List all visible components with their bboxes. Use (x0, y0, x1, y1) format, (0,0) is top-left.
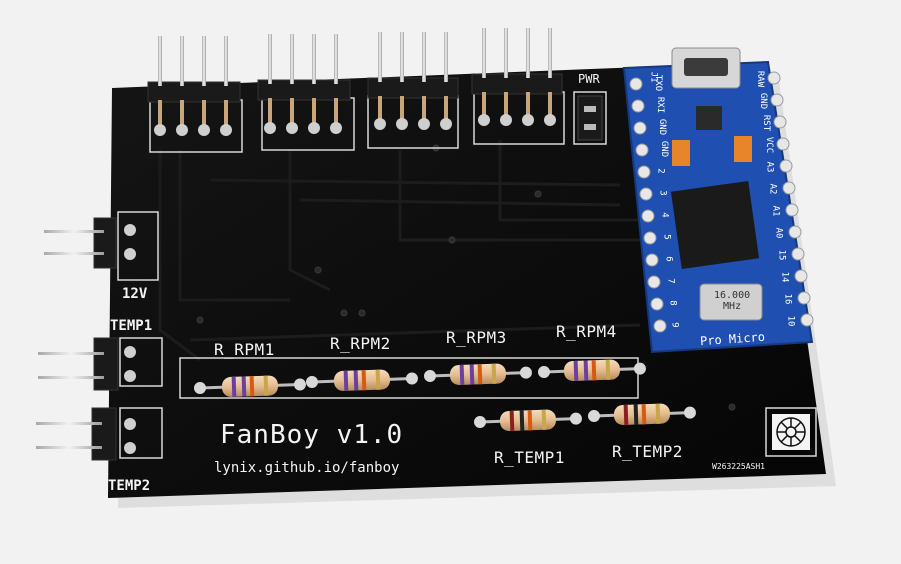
pin-label-left: 6 (663, 256, 674, 262)
pin-label-right: GND (758, 92, 769, 110)
label-r-temp1: R_TEMP1 (494, 448, 565, 467)
board-url: lynix.github.io/fanboy (214, 460, 400, 476)
top-headers (147, 28, 603, 141)
label-r-rpm1: R_RPM1 (214, 340, 275, 359)
pin-label-left: GND (659, 140, 670, 158)
crystal-label: 16.000 MHz (714, 290, 751, 312)
pin-label-right: 15 (776, 249, 787, 261)
label-temp1: TEMP1 (110, 318, 153, 334)
resistor-rpm3 (424, 363, 532, 385)
resistor-rpm4 (538, 359, 646, 381)
side-headers (36, 217, 136, 461)
pin-label-left: 2 (655, 168, 666, 174)
pin-label-right: A0 (773, 227, 784, 239)
pcb-traces (158, 140, 641, 362)
pin-label-right: A2 (767, 183, 778, 195)
label-12v: 12V (122, 286, 148, 302)
label-r-temp2: R_TEMP2 (612, 442, 683, 461)
pin-label-right: 16 (782, 293, 793, 305)
pin-label-right: A3 (764, 161, 775, 173)
pin-label-right: VCC (764, 136, 775, 154)
pin-label-left: 4 (659, 212, 670, 218)
fan-logo (772, 414, 810, 450)
pin-label-left: RXI (655, 96, 666, 114)
pin-label-left: 3 (657, 190, 668, 196)
resistor-rpm1 (194, 375, 306, 397)
pin-label-right: 14 (779, 271, 790, 283)
pin-label-right: 10 (785, 315, 796, 327)
pin-label-left: 8 (667, 300, 678, 306)
pin-label-right: A1 (770, 205, 781, 217)
pin-label-left: 9 (669, 322, 680, 328)
pin-label-right: RST (761, 114, 772, 132)
resistors (194, 359, 696, 431)
board-title: FanBoy v1.0 (220, 420, 404, 450)
pin-label-left: GND (657, 118, 668, 136)
label-r-rpm4: R_RPM4 (556, 322, 617, 341)
resistor-temp1 (474, 409, 582, 431)
pin-label-right: RAW (755, 70, 766, 88)
board-serial: W263225ASH1 (712, 462, 765, 471)
pin-label-left: 5 (661, 234, 672, 240)
label-r-rpm3: R_RPM3 (446, 328, 507, 347)
label-temp2: TEMP2 (108, 478, 151, 494)
label-r-rpm2: R_RPM2 (330, 334, 391, 353)
resistor-temp2 (588, 403, 696, 425)
pin-label-left: 7 (665, 278, 676, 284)
pin-label-left: TXO (653, 74, 664, 92)
label-pwr: PWR (578, 72, 600, 86)
resistor-rpm2 (306, 369, 418, 391)
pro-micro-board (622, 47, 814, 354)
